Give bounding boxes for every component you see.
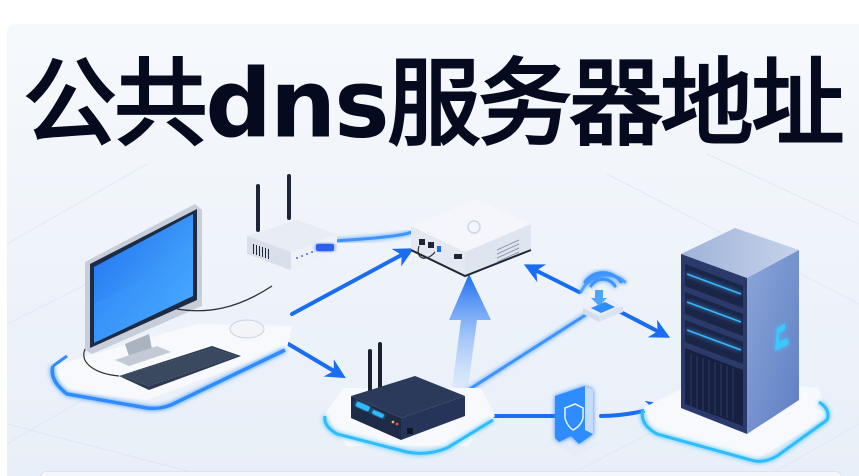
shield-icon (564, 403, 584, 431)
connections (283, 230, 671, 420)
wifi-signal-icon (579, 271, 627, 294)
caption-panel-edge (40, 471, 842, 476)
wifi-router-dark (323, 342, 495, 455)
wifi-router-white (247, 174, 337, 270)
wireless-access-point (579, 271, 627, 322)
background-grid (7, 153, 859, 476)
server-logo-icon (775, 324, 789, 351)
security-shield-firewall (549, 386, 599, 456)
network-illustration (7, 153, 859, 476)
upload-arrow-icon (449, 274, 491, 396)
server-rack (640, 228, 830, 463)
banner: 公共dns服务器地址 (7, 24, 859, 476)
page-title: 公共dns服务器地址 (23, 48, 844, 160)
desktop-computer (50, 204, 292, 411)
modem-gateway-white (410, 200, 532, 278)
